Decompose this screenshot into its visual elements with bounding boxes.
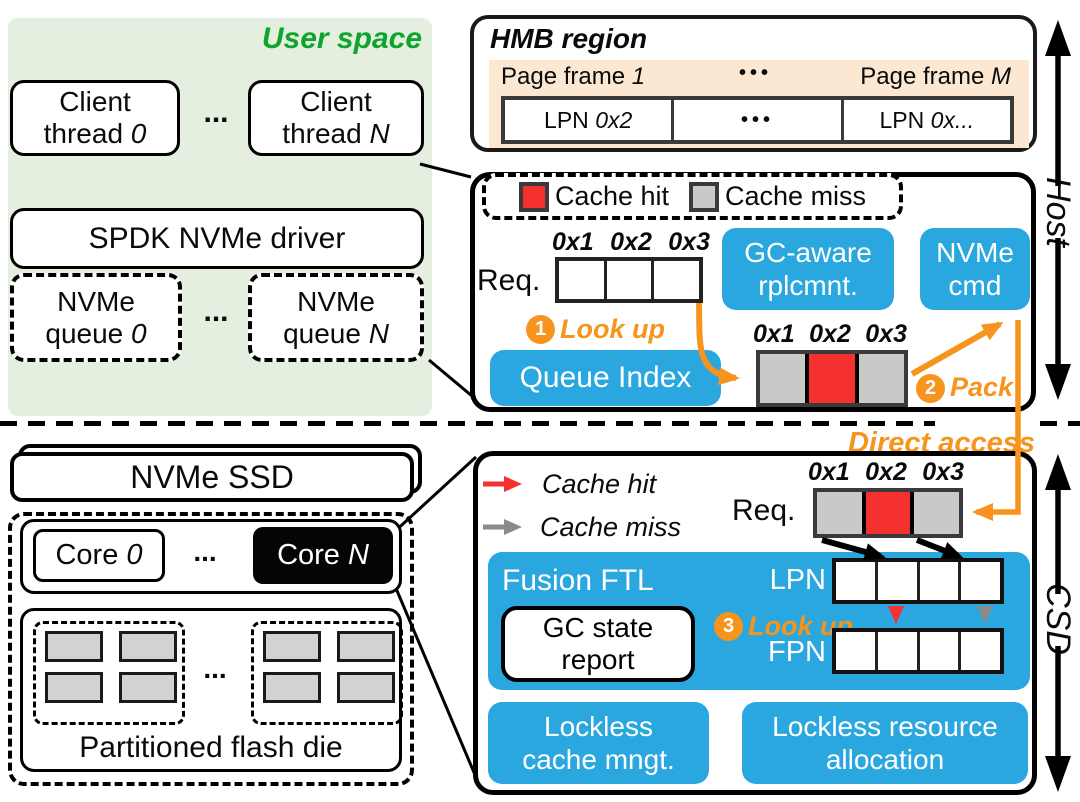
- host-csd-separator-right: [1040, 421, 1080, 426]
- step-3-badge: 3: [714, 612, 743, 641]
- core-dots: ...: [193, 536, 217, 567]
- csd-req-row: [813, 488, 963, 538]
- page-frame-1-label: Page frame 1: [501, 63, 646, 90]
- csd-side-label: CSD: [1039, 583, 1078, 655]
- req-label: Req.: [477, 264, 541, 297]
- csd-req-cell-3: [910, 492, 960, 534]
- step-2-badge: 2: [916, 374, 945, 403]
- csd-cache-hit-label: Cache hit: [542, 469, 657, 499]
- lpn-row: [832, 558, 1004, 604]
- lpn-label: LPN: [769, 564, 826, 596]
- flash-die: [45, 672, 103, 703]
- client-thread-0-box: Client thread 0: [10, 80, 180, 156]
- hmb-lpn-cell-m: LPN 0x...: [840, 100, 1010, 140]
- req-cell-2: [603, 261, 652, 299]
- cache-cell-3: [854, 354, 904, 403]
- flash-die: [263, 672, 321, 703]
- req-cell-3: [651, 261, 700, 299]
- lpn-cell: [916, 562, 959, 600]
- flash-die: [119, 631, 177, 662]
- flash-die-group-left: [33, 621, 185, 725]
- fusion-ftl-label: Fusion FTL: [502, 564, 654, 597]
- flash-box: ... Partitioned flash die: [20, 608, 403, 772]
- step-2-pack-label: Pack: [950, 372, 1014, 402]
- req-cell-1: [559, 261, 604, 299]
- hmb-region-title: HMB region: [490, 23, 648, 54]
- hmb-lpn-cell-dots: •••: [671, 100, 841, 140]
- flash-die: [263, 631, 321, 662]
- cache-cell-2: [805, 354, 855, 403]
- flash-caption: Partitioned flash die: [79, 731, 343, 764]
- page-frame-m-label: Page frame M: [860, 63, 1011, 90]
- csd-req-cell-2: [861, 492, 911, 534]
- flash-dots: ...: [203, 653, 227, 684]
- flash-die: [45, 631, 103, 662]
- user-space-title: User space: [261, 22, 422, 55]
- flash-die-group-right: [251, 621, 403, 725]
- nvme-queue-n-line1: NVMe: [297, 285, 375, 317]
- client-thread-n-line2: thread N: [282, 118, 390, 149]
- cache-hit-label: Cache hit: [554, 181, 670, 211]
- cache-legend-box: Cache hit Cache miss: [482, 173, 903, 220]
- fpn-label: FPN: [768, 636, 826, 668]
- fpn-cell: [916, 632, 959, 670]
- nvme-ssd-box: NVMe SSD: [10, 452, 414, 502]
- hmb-lpn-cell-1: LPN 0x2: [505, 100, 672, 140]
- csd-cache-miss-label: Cache miss: [540, 512, 682, 542]
- host-csd-separator-left: [0, 421, 935, 426]
- page-frame-dots: •••: [739, 62, 773, 84]
- hmb-region-panel: HMB region Page frame 1 ••• Page frame M…: [470, 15, 1037, 152]
- client-thread-dots: ...: [203, 96, 229, 129]
- cache-miss-swatch: [689, 181, 720, 212]
- core-n-box: Core N: [253, 527, 393, 584]
- cache-miss-label: Cache miss: [725, 181, 867, 211]
- nvme-queue-n-box: NVMe queue N: [248, 273, 424, 362]
- fpn-row: [832, 628, 1004, 674]
- step-1-badge: 1: [526, 315, 555, 344]
- cores-box: Core 0 ... Core N: [20, 519, 402, 594]
- core-0-box: Core 0: [33, 529, 165, 582]
- step-1-lookup-label: Look up: [560, 314, 665, 344]
- req-row: [555, 257, 703, 303]
- flash-die: [337, 672, 395, 703]
- lpn-cell: [958, 562, 1000, 600]
- host-side-label: Host: [1039, 177, 1078, 247]
- spdk-driver-label: SPDK NVMe driver: [88, 221, 346, 255]
- fpn-cell: [874, 632, 917, 670]
- nvme-ssd-label: NVMe SSD: [130, 458, 294, 495]
- spdk-driver-box: SPDK NVMe driver: [10, 208, 424, 269]
- lpn-cell: [836, 562, 875, 600]
- client-thread-0-line2: thread 0: [43, 118, 147, 149]
- cache-cell-1: [760, 354, 806, 403]
- csd-req-label: Req.: [732, 494, 796, 527]
- hmb-page-frame-band: Page frame 1 ••• Page frame M LPN 0x2 ••…: [489, 60, 1029, 148]
- nvme-queue-0-line2: queue 0: [45, 317, 147, 349]
- fpn-cell: [836, 632, 875, 670]
- nvme-queue-dots: ...: [203, 295, 229, 328]
- ssd-internals-container: [8, 512, 414, 786]
- hmb-lpn-strip: LPN 0x2 ••• LPN 0x...: [501, 96, 1014, 144]
- flash-die: [337, 631, 395, 662]
- cache-row: [756, 350, 908, 407]
- nvme-queue-0-box: NVMe queue 0: [10, 273, 182, 362]
- queue-index-box: Queue Index: [490, 350, 721, 406]
- client-thread-n-line1: Client: [300, 86, 372, 117]
- nvme-queue-0-line1: NVMe: [57, 285, 135, 317]
- nvme-queue-n-line2: queue N: [283, 317, 389, 349]
- fpn-cell: [958, 632, 1000, 670]
- lpn-cell: [874, 562, 917, 600]
- cache-hit-swatch: [518, 181, 549, 212]
- client-thread-0-line1: Client: [59, 86, 131, 117]
- csd-req-cell-1: [817, 492, 862, 534]
- flash-die: [119, 672, 177, 703]
- client-thread-n-box: Client thread N: [248, 80, 424, 156]
